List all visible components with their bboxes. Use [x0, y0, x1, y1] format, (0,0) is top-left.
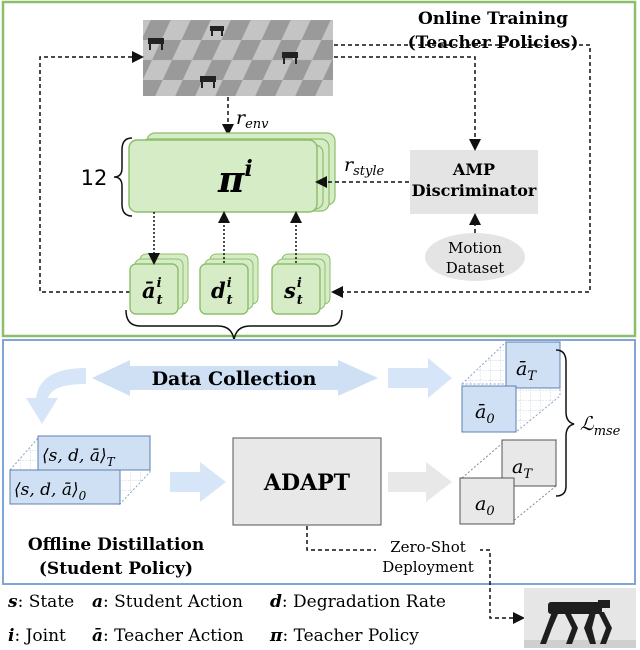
- data-collection-label: Data Collection: [152, 368, 317, 390]
- adapt-to-student-arrow: [388, 462, 452, 502]
- offline-title-line2: (Student Policy): [39, 559, 193, 579]
- teacher-action-top: āT: [516, 358, 537, 384]
- observation-top: ⟨s, d, ā⟩T: [42, 446, 116, 469]
- legend-teacher-policy: π: Teacher Policy: [269, 626, 419, 646]
- real-robot-photo: [524, 588, 636, 648]
- deployment-arrow: [306, 526, 525, 624]
- observation-to-adapt-arrow: [170, 462, 226, 502]
- teacher-action-bottom: ā0: [475, 401, 495, 427]
- adapt-box: [232, 437, 382, 526]
- legend-joint: i: Joint: [8, 626, 66, 646]
- count-brace: [113, 137, 133, 217]
- legend-student-action: a: Student Action: [92, 592, 243, 612]
- motion-dataset-ellipse: [425, 233, 525, 281]
- action-to-env-loop: [39, 51, 144, 293]
- env-to-state-loop: [331, 44, 591, 298]
- motion-label-line1: Motion: [448, 239, 502, 257]
- amp-label-line1: AMP: [452, 160, 495, 179]
- motion-label-line2: Dataset: [446, 259, 505, 277]
- legend-degradation-rate: d: Degradation Rate: [270, 592, 446, 612]
- image-to-amp-arrow: [334, 56, 481, 151]
- count-label: 12: [81, 166, 108, 190]
- legend-state: s: State: [7, 592, 74, 612]
- online-title-line2: (Teacher Policies): [408, 33, 579, 53]
- r-env-label: renv: [236, 107, 269, 132]
- observation-cube: [8, 434, 152, 506]
- student-action-bottom: a0: [475, 493, 495, 519]
- deployment-label-line2: Deployment: [382, 558, 474, 576]
- amp-label-line2: Discriminator: [412, 181, 537, 200]
- student-action-cube: [459, 438, 558, 525]
- loss-brace: [555, 349, 575, 497]
- policy-label: πi: [217, 156, 253, 201]
- to-teacher-cube-arrow: [388, 358, 452, 398]
- student-action-top: aT: [512, 456, 533, 482]
- deployment-label-line1: Zero-Shot: [390, 538, 466, 556]
- teacher-action-cube: [460, 340, 562, 434]
- r-style-label: rstyle: [344, 154, 384, 179]
- legend: s: State a: Student Action d: Degradatio…: [7, 592, 446, 646]
- amp-discriminator-box: [410, 150, 538, 214]
- curved-return-arrow: [26, 368, 86, 424]
- loss-label: ℒmse: [580, 413, 621, 439]
- online-title-line1: Online Training: [418, 9, 568, 29]
- data-collection-arrow: [92, 360, 378, 396]
- offline-title-line1: Offline Distillation: [28, 535, 204, 555]
- adapt-label: ADAPT: [263, 470, 351, 496]
- observation-bottom: ⟨s, d, ā⟩0: [14, 480, 87, 503]
- legend-teacher-action: ā: Teacher Action: [92, 626, 244, 646]
- simulation-image: [143, 20, 333, 96]
- token-stacks: [129, 253, 331, 315]
- policy-stack: [128, 132, 336, 213]
